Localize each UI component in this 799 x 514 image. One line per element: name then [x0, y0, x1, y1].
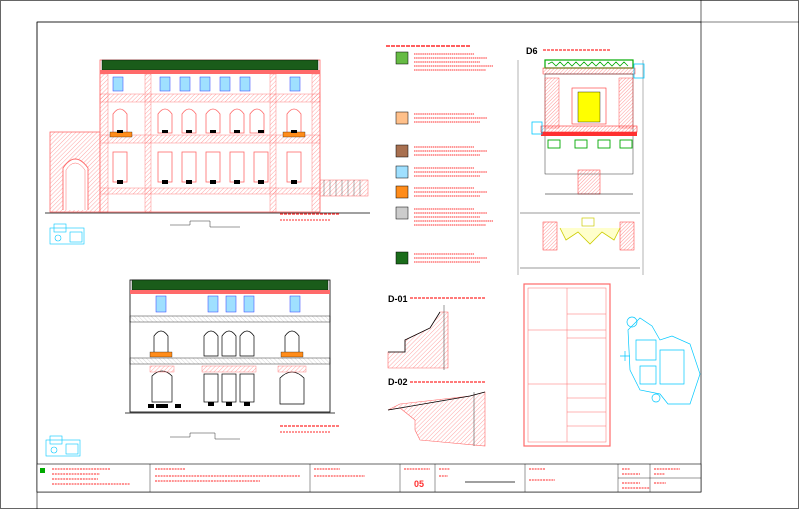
detail-d01: [388, 298, 485, 370]
upper-elevation: [45, 60, 370, 244]
detail-d6-label: D6: [526, 46, 538, 56]
grey-swatch: [396, 207, 408, 219]
detail-d02-label: D-02: [388, 377, 408, 387]
lower-elevation: [46, 280, 340, 456]
green-swatch: [396, 52, 408, 64]
legend: [386, 46, 493, 264]
site-plan: [620, 317, 700, 404]
detail-d6: [518, 50, 644, 275]
title-block: [37, 464, 701, 492]
peach-swatch: [396, 112, 408, 124]
brown-swatch: [396, 145, 408, 157]
orange-swatch: [396, 186, 408, 198]
light-blue-swatch: [396, 166, 408, 178]
sheet-number: 05: [414, 479, 424, 489]
dark-green-swatch: [396, 252, 408, 264]
detail-d02: [388, 382, 485, 446]
detail-d01-label: D-01: [388, 294, 408, 304]
schedule-table: [524, 284, 610, 446]
